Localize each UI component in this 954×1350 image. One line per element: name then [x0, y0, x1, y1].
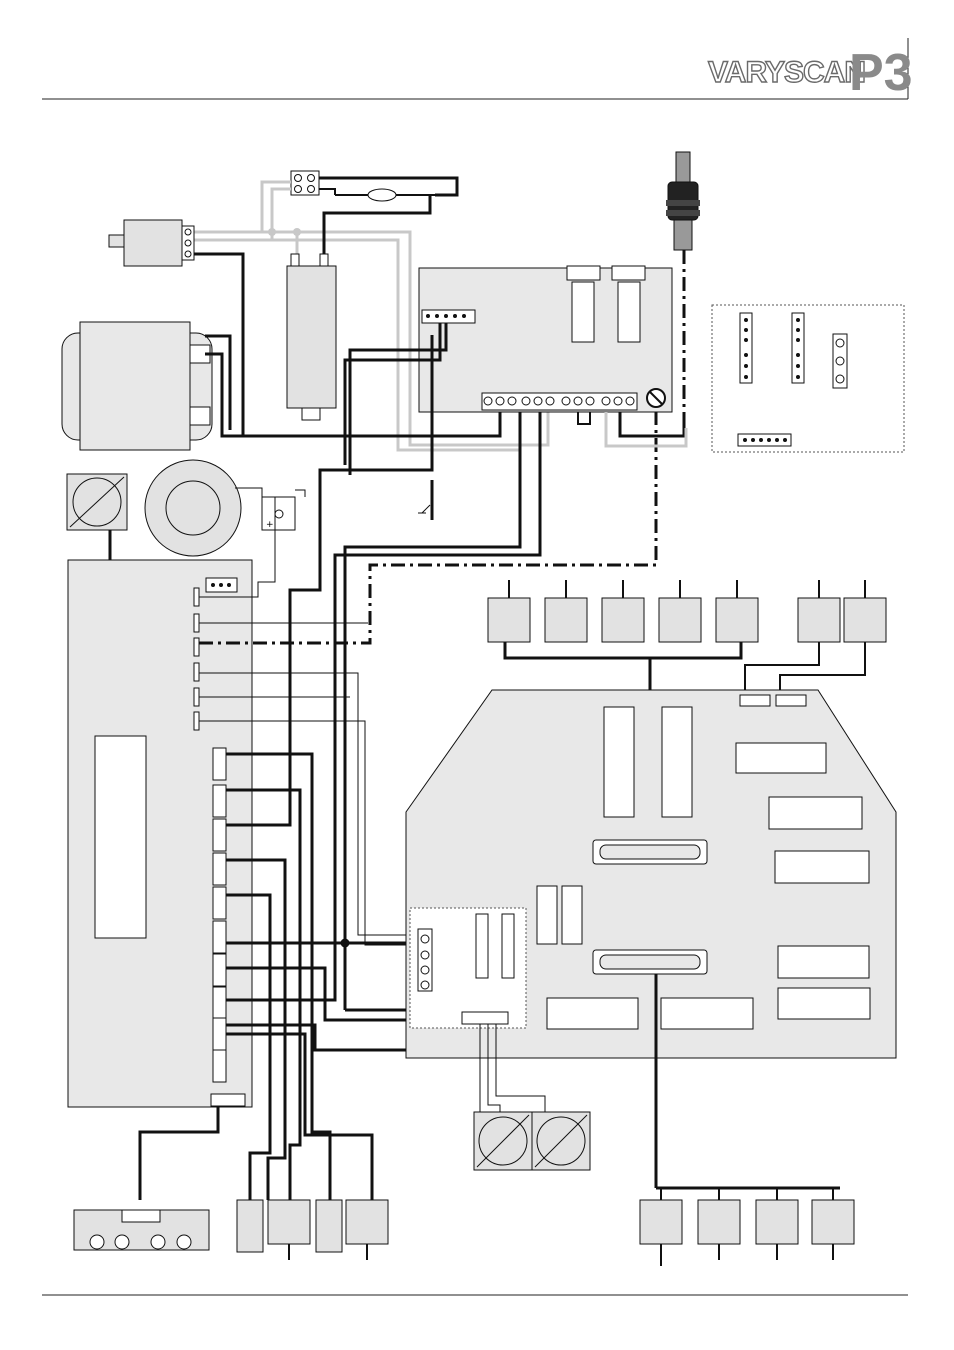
lamp-terminal [290, 170, 320, 196]
logic-board [405, 689, 897, 1059]
svg-text:+: + [266, 520, 274, 530]
ignitor-unit [286, 253, 337, 421]
micro-switch [418, 480, 434, 520]
model-logo-text: P3 [849, 44, 913, 102]
fan-pair [473, 1111, 591, 1171]
bridge-rectifier: + [261, 496, 296, 531]
power-board [418, 265, 673, 413]
cable-gland-icon [666, 151, 700, 251]
toroidal-transformer [144, 459, 242, 557]
controller-board [67, 559, 253, 1108]
thermostat-unit [108, 219, 195, 267]
motor-row-bottom [236, 1188, 855, 1266]
motor-row-top [487, 580, 887, 840]
lamp [335, 188, 435, 202]
xlr-connector-panel [73, 1209, 210, 1251]
brand-logo-text: VARYSCAN [708, 56, 865, 89]
shielded-cable [199, 250, 686, 645]
controller-wires [138, 323, 542, 1200]
page-header: VARYSCAN P3 [42, 38, 913, 102]
fan-icon [66, 473, 128, 531]
jumper-panel [711, 304, 905, 453]
transformer-icon [61, 321, 213, 451]
